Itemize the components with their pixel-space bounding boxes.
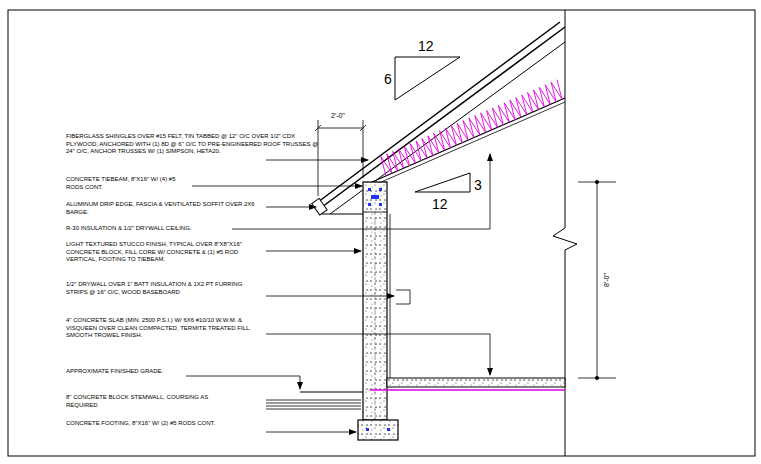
callout-note: FIBERGLASS SHINGLES OVER #15 FELT, TIN T…	[66, 133, 328, 156]
slope-number: 12	[432, 196, 448, 212]
slope-number: 3	[474, 177, 482, 193]
callout-note: CONCRETE TIEBEAM, 8"X16" W/ (4) #5 RODS …	[66, 176, 188, 191]
callout-note: CONCRETE FOOTING, 8"X16" W/ (2) #5 RODS …	[66, 420, 216, 428]
callout-note: LIGHT TEXTURED STUCCO FINISH, TYPICAL OV…	[66, 241, 262, 264]
dimension-text: 8'-0"	[603, 272, 611, 288]
callout-note: ALUMINUM DRIP EDGE, FASCIA & VENTILATED …	[66, 201, 262, 216]
callout-note: 1/2" DRYWALL OVER 1" BATT INSULATION & 1…	[66, 281, 262, 296]
callout-note: R-30 INSULATION & 1/2" DRYWALL CEILING.	[66, 225, 232, 233]
callout-note: 8" CONCRETE BLOCK STEMWALL, COURSING AS …	[66, 394, 216, 409]
batt-insulation	[381, 80, 562, 176]
slope-number: 12	[418, 38, 434, 54]
callout-note: APPROXIMATE FINISHED GRADE.	[66, 368, 186, 376]
callout-note: 4" CONCRETE SLAB (MIN. 2500 P.S.I.) W/ 6…	[66, 317, 262, 340]
dimension-text: 2'-0"	[330, 112, 346, 120]
slope-number: 6	[384, 71, 392, 87]
